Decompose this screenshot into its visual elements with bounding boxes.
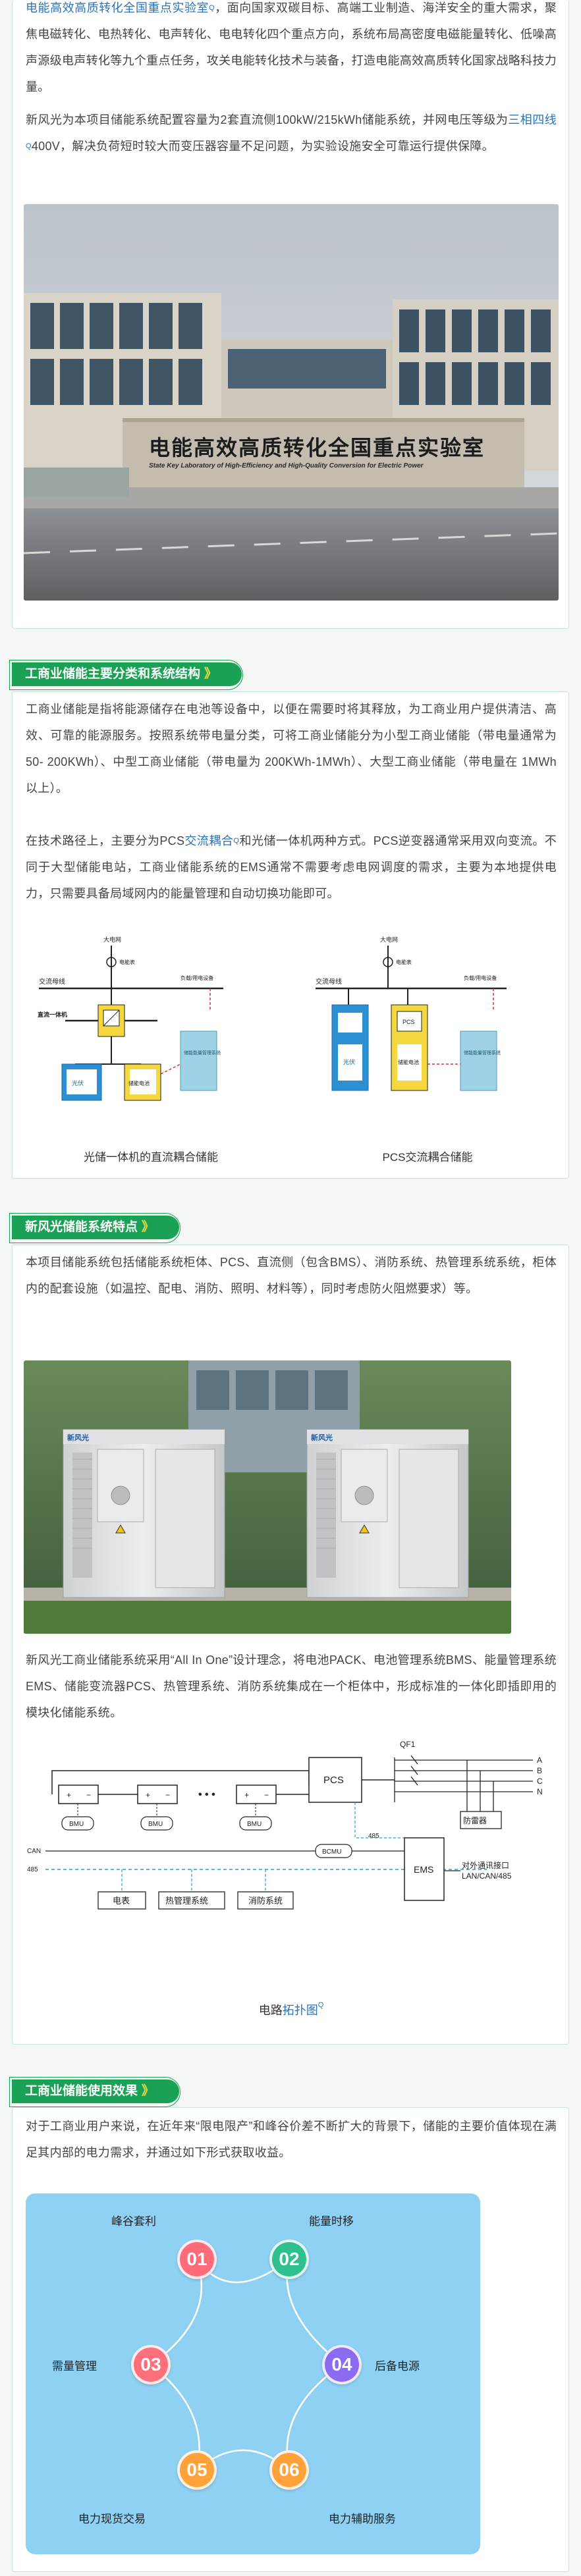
cabinet-2-brand: 新风光 bbox=[311, 1433, 333, 1442]
diag-left-ac-bus: 交流母线 bbox=[39, 977, 65, 986]
search-icon: Q bbox=[26, 142, 32, 150]
svg-text:−: − bbox=[86, 1790, 91, 1800]
circuit-phase-b: B bbox=[537, 1766, 542, 1775]
double-chevron-icon: 》 bbox=[142, 2084, 155, 2098]
benefit-number-01: 01 bbox=[177, 2240, 217, 2279]
tech-path-paragraph: 在技术路径上，主要分为PCS交流耦合Q和光储一体机两种方式。PCS逆变器通常采用… bbox=[26, 834, 557, 900]
diag-right-grid: 大电网 bbox=[380, 936, 398, 943]
diag-right-pcs: PCS bbox=[402, 1019, 415, 1025]
benefit-number-06: 06 bbox=[269, 2450, 309, 2490]
diag-left-dc-bus: 直流一体机 bbox=[38, 1011, 67, 1018]
diag-left-battery: 储能电池 bbox=[128, 1080, 150, 1087]
topology-link[interactable]: 拓扑图Q bbox=[282, 2001, 324, 2017]
effects-paragraph: 对于工商业用户来说，在近年来“限电限产”和峰谷价差不断扩大的背景下，储能的主要价… bbox=[26, 2120, 557, 2159]
benefit-label-05: 电力现货交易 bbox=[78, 2513, 146, 2525]
svg-text:−: − bbox=[264, 1790, 269, 1800]
ac-coupling-link[interactable]: 交流耦合Q bbox=[184, 834, 240, 847]
circuit-topology-diagram: + − + − + − • • • BMU BMU BMU BCMU C bbox=[27, 1740, 543, 1910]
circuit-ext-comm-1: 对外通讯接口 bbox=[462, 1860, 509, 1870]
classification-card: 工商业储能是指将能源储存在电池等设备中，以便在需要时将其释放，为工商业用户提供清… bbox=[12, 691, 569, 1179]
circuit-box-fire: 消防系统 bbox=[248, 1896, 283, 1906]
circuit-485-left: 485 bbox=[27, 1866, 38, 1873]
diag-left-load: 负载/用电设备 bbox=[180, 975, 213, 981]
dc-coupling-diagram: 大电网 电能表 交流母线 负载/用电设备 直流一体机 光伏 储能电池 储能能量管… bbox=[38, 936, 223, 1101]
circuit-bmu-2: BMU bbox=[148, 1821, 163, 1828]
diag-right-battery: 储能电池 bbox=[398, 1059, 419, 1065]
diag-right-pv: 光伏 bbox=[343, 1058, 355, 1065]
features-paragraph: 本项目储能系统包括储能系统柜体、PCS、直流侧（包含BMS）、消防系统、热管理系… bbox=[26, 1256, 557, 1295]
dc-coupling-caption: 光储一体机的直流耦合储能 bbox=[84, 1151, 218, 1164]
diag-left-pv: 光伏 bbox=[72, 1079, 84, 1087]
circuit-phase-a: A bbox=[537, 1756, 542, 1765]
three-phase-link[interactable]: 三相四线Q bbox=[26, 113, 557, 150]
diag-right-ems: 储能能量管理系统 bbox=[464, 1050, 501, 1056]
benefit-number-02: 02 bbox=[269, 2240, 309, 2279]
circuit-bmu-3: BMU bbox=[247, 1821, 262, 1828]
circuit-bmu-1: BMU bbox=[69, 1821, 84, 1828]
lab-link[interactable]: 电能高效高质转化全国重点实验室Q bbox=[26, 1, 215, 14]
diag-right-meter: 电能表 bbox=[396, 959, 412, 965]
svg-text:−: − bbox=[165, 1790, 170, 1800]
circuit-caption: 电路拓扑图Q bbox=[258, 2001, 324, 2017]
circuit-bcmu: BCMU bbox=[322, 1848, 341, 1856]
circuit-qf1: QF1 bbox=[400, 1740, 416, 1749]
laboratory-building-photo: 电能高效高质转化全国重点实验室 State Key Laboratory of … bbox=[24, 204, 559, 601]
search-icon: Q bbox=[318, 2001, 324, 2009]
lab-intro-card: 电能高效高质转化全国重点实验室Q，面向国家双碳目标、高端工业制造、海洋安全的重大… bbox=[12, 0, 569, 629]
building-sign-chinese: 电能高效高质转化全国重点实验室 bbox=[149, 435, 485, 460]
benefit-number-04: 04 bbox=[322, 2345, 362, 2384]
effects-card: 对于工商业用户来说，在近年来“限电限产”和峰谷价差不断扩大的背景下，储能的主要价… bbox=[12, 2107, 569, 2572]
benefits-star-lines bbox=[150, 2259, 343, 2471]
circuit-485-mid: 485 bbox=[368, 1833, 379, 1840]
diag-left-ems: 储能能量管理系统 bbox=[184, 1050, 221, 1056]
benefit-label-04: 后备电源 bbox=[375, 2360, 420, 2373]
cabinet-1-brand: 新风光 bbox=[67, 1433, 89, 1442]
lab-intro-paragraph: 电能高效高质转化全国重点实验室Q，面向国家双碳目标、高端工业制造、海洋安全的重大… bbox=[26, 1, 557, 94]
ac-coupling-diagram: 大电网 电能表 交流母线 负载/用电设备 光伏 PCS 储能电池 储能能量管理系… bbox=[316, 936, 507, 1091]
circuit-ems: EMS bbox=[414, 1864, 433, 1875]
storage-config-paragraph: 新风光为本项目储能系统配置容量为2套直流侧100kW/215kWh储能系统，并网… bbox=[26, 113, 557, 153]
building-sign-english: State Key Laboratory of High-Efficiency … bbox=[149, 462, 424, 470]
svg-text:+: + bbox=[146, 1790, 150, 1800]
diag-right-ac-bus: 交流母线 bbox=[316, 977, 342, 986]
diag-left-grid: 大电网 bbox=[103, 936, 121, 943]
circuit-box-thermal: 热管理系统 bbox=[165, 1896, 208, 1906]
circuit-can-label: CAN bbox=[27, 1848, 41, 1855]
benefit-label-02: 能量时移 bbox=[309, 2215, 354, 2228]
features-card: 本项目储能系统包括储能系统柜体、PCS、直流侧（包含BMS）、消防系统、热管理系… bbox=[12, 1245, 569, 2045]
diag-right-load: 负载/用电设备 bbox=[464, 975, 497, 981]
circuit-dots: • • • bbox=[198, 1789, 215, 1800]
search-icon: Q bbox=[209, 4, 215, 12]
circuit-phase-c: C bbox=[537, 1777, 543, 1786]
all-in-one-paragraph: 新风光工商业储能系统采用“All In One”设计理念，将电池PACK、电池管… bbox=[26, 1653, 557, 1719]
storage-cabinets-photo: 新风光 新风光 bbox=[24, 1360, 511, 1634]
benefit-label-03: 需量管理 bbox=[52, 2360, 97, 2373]
section-tag-effects: 工商业储能使用效果》 bbox=[9, 2077, 181, 2107]
svg-text:+: + bbox=[67, 1790, 71, 1800]
circuit-pcs: PCS bbox=[323, 1775, 344, 1786]
benefit-label-01: 峰谷套利 bbox=[111, 2215, 156, 2228]
diag-left-meter: 电能表 bbox=[119, 959, 135, 965]
section-tag-features: 新风光储能系统特点》 bbox=[9, 1213, 181, 1243]
circuit-ext-comm-2: LAN/CAN/485 bbox=[462, 1871, 512, 1881]
double-chevron-icon: 》 bbox=[142, 1220, 155, 1234]
double-chevron-icon: 》 bbox=[204, 667, 217, 681]
circuit-box-meter: 电表 bbox=[113, 1896, 130, 1906]
benefit-number-03: 03 bbox=[131, 2345, 171, 2384]
section-tag-classification: 工商业储能主要分类和系统结构》 bbox=[9, 660, 244, 690]
benefit-label-06: 电力辅助服务 bbox=[329, 2513, 396, 2525]
search-icon: Q bbox=[233, 837, 240, 845]
ac-coupling-caption: PCS交流耦合储能 bbox=[382, 1151, 473, 1164]
circuit-phase-n: N bbox=[537, 1787, 543, 1796]
classification-paragraph: 工商业储能是指将能源储存在电池等设备中，以便在需要时将其释放，为工商业用户提供清… bbox=[26, 703, 557, 795]
circuit-arrester: 防雷器 bbox=[463, 1815, 487, 1825]
svg-text:+: + bbox=[244, 1790, 249, 1800]
benefit-number-05: 05 bbox=[177, 2450, 217, 2490]
